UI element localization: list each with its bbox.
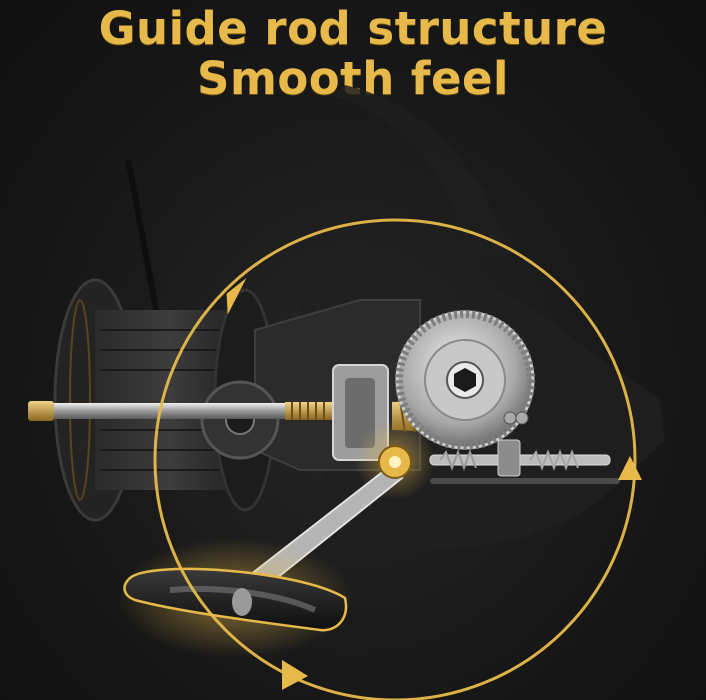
guide-rod bbox=[28, 401, 335, 421]
handle-knob bbox=[117, 538, 353, 658]
headline: Guide rod structure Smooth feel bbox=[0, 0, 706, 104]
rotation-ring bbox=[153, 218, 642, 700]
arrow-bottom-right-icon bbox=[282, 660, 308, 690]
arrow-down-left-icon bbox=[226, 278, 247, 315]
arrow-up-right-icon bbox=[618, 456, 642, 480]
slider-bar bbox=[429, 439, 620, 484]
spool bbox=[53, 278, 277, 522]
drive-gear bbox=[395, 310, 535, 450]
headline-line-1: Guide rod structure bbox=[98, 2, 608, 55]
